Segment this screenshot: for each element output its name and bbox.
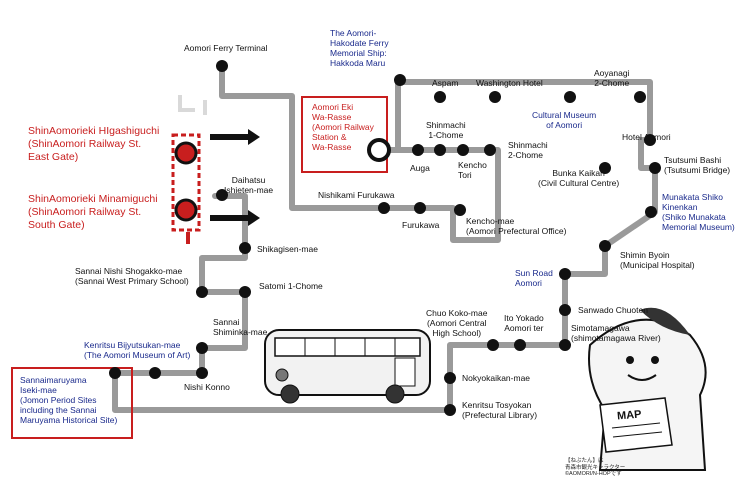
stop-shinmachi2	[484, 144, 496, 156]
label-cultural-museum: Cultural Museum of Aomori	[532, 110, 597, 130]
label-shimin-byoin: Shimin Byoin (Municipal Hospital)	[620, 250, 695, 270]
stop-washington	[489, 91, 501, 103]
stop-ito-yokado	[514, 339, 526, 351]
mascot-sign: MAP	[617, 408, 642, 422]
label-aspam: Aspam	[432, 78, 459, 88]
stop-sanwado	[559, 304, 571, 316]
stop-simotama	[559, 339, 571, 351]
stop-sun-road	[559, 268, 571, 280]
label-kencho-tori: Kencho Tori	[458, 160, 487, 180]
gate-arrows	[210, 129, 260, 226]
stop-aspam	[434, 91, 446, 103]
stop-daihatsu	[216, 189, 228, 201]
stop-kencho-tori	[457, 144, 469, 156]
label-ito-yokado: Ito Yokado Aomori ter	[504, 313, 544, 333]
label-nokyo: Nokyokaikan-mae	[462, 373, 531, 383]
label-sannai-nishi: Sannai Nishi Shogakko-mae (Sannai West P…	[75, 266, 189, 286]
stop-auga	[434, 144, 446, 156]
label-munakata: Munakata Shiko Kinenkan (Shiko Munakata …	[662, 192, 735, 232]
stop-chuo-koko	[487, 339, 499, 351]
label-aoyanagi: Aoyanagi 2-Chome	[594, 68, 630, 88]
stop-hakkoda	[394, 74, 406, 86]
label-chuo-koko: Chuo Koko-mae (Aomori Central High Schoo…	[426, 308, 488, 338]
label-auga: Auga	[410, 163, 430, 173]
label-shinmachi1: Shinmachi 1-Chome	[426, 120, 466, 140]
stop-ferry-terminal	[216, 60, 228, 72]
label-sanwado: Sanwado Chuoten	[578, 305, 648, 315]
stop-munakata	[645, 206, 657, 218]
stop-sannai-nishi	[196, 286, 208, 298]
stop-shikagisen	[239, 242, 251, 254]
sannaimaruyama-box	[11, 367, 133, 439]
stops	[109, 60, 661, 416]
label-furukawa: Furukawa	[402, 220, 440, 230]
mascot-illustration	[588, 307, 707, 471]
stop-nishi-konno	[196, 367, 208, 379]
stop-nishikami	[378, 202, 390, 214]
stop-shinmachi1	[412, 144, 424, 156]
label-washington: Washington Hotel	[476, 78, 543, 88]
mascot-credit: 【ねぶたん】は 青森市観光キャラクター ©AOMORI/N-HOPです	[565, 458, 626, 477]
label-shinmachi2: Shinmachi 2-Chome	[508, 140, 548, 160]
stop-tsutsumi	[649, 162, 661, 174]
label-hotel-aomori: Hotel Aomori	[622, 132, 671, 142]
stop-sannai-shiminka	[196, 342, 208, 354]
label-bijyutsukan: Kenritsu Bijyutsukan-mae (The Aomori Mus…	[84, 340, 191, 360]
label-satomi: Satomi 1-Chome	[259, 281, 323, 291]
label-higashi: ShinAomorieki HIgashiguchi (ShinAomori R…	[28, 125, 160, 163]
stop-sannaimaruyama	[109, 367, 121, 379]
stop-kencho-mae	[454, 204, 466, 216]
stop-nokyo	[444, 372, 456, 384]
label-sannai-shiminka: Sannai Shiminka-mae	[213, 317, 268, 337]
label-nishi-konno: Nishi Konno	[184, 382, 230, 392]
label-nishikami: Nishikami Furukawa	[318, 190, 395, 200]
label-sannaimaruyama: Sannaimaruyama Iseki-mae (Jomon Period S…	[20, 375, 118, 425]
shinaomori-highlight	[171, 133, 201, 244]
stop-aomori-eki	[367, 138, 391, 162]
label-daihatsu: Daihatsu Ishieten-mae	[224, 175, 274, 195]
label-aomori-eki: Aomori Eki Wa-Rasse (Aomori Railway Stat…	[312, 102, 374, 152]
label-minami: ShinAomorieki Minamiguchi (ShinAomori Ra…	[28, 193, 158, 231]
label-tosyokan: Kenritsu Tosyokan (Prefectural Library)	[462, 400, 538, 420]
stop-aoyanagi	[634, 91, 646, 103]
stop-bunka	[599, 162, 611, 174]
bus-illustration	[264, 329, 431, 404]
stop-minami	[174, 198, 198, 222]
stop-hotel-aomori	[644, 134, 656, 146]
label-sun-road: Sun Road Aomori	[515, 268, 553, 288]
stop-shimin-byoin	[599, 240, 611, 252]
aomori-eki-box	[301, 96, 388, 173]
label-hakkoda: The Aomori- Hakodate Ferry Memorial Ship…	[330, 28, 389, 68]
label-bunka: Bunka Kaikan (Civil Cultural Centre)	[538, 168, 620, 188]
label-tsutsumi: Tsutsumi Bashi (Tsutsumi Bridge)	[664, 155, 731, 175]
stop-tosyokan	[444, 404, 456, 416]
label-ferry-terminal: Aomori Ferry Terminal	[184, 43, 268, 53]
stop-furukawa	[414, 202, 426, 214]
stop-cultural-museum	[564, 91, 576, 103]
stop-bijyutsukan	[149, 367, 161, 379]
stop-satomi	[239, 286, 251, 298]
route-line	[112, 63, 658, 413]
ferry-connector	[178, 95, 207, 115]
label-simotama: Simotamagawa (shimotamagawa River)	[571, 323, 661, 343]
stop-higashi	[174, 141, 198, 165]
label-shikagisen: Shikagisen-mae	[257, 244, 318, 254]
label-kencho-mae: Kencho-mae (Aomori Prefectural Office)	[466, 216, 567, 236]
